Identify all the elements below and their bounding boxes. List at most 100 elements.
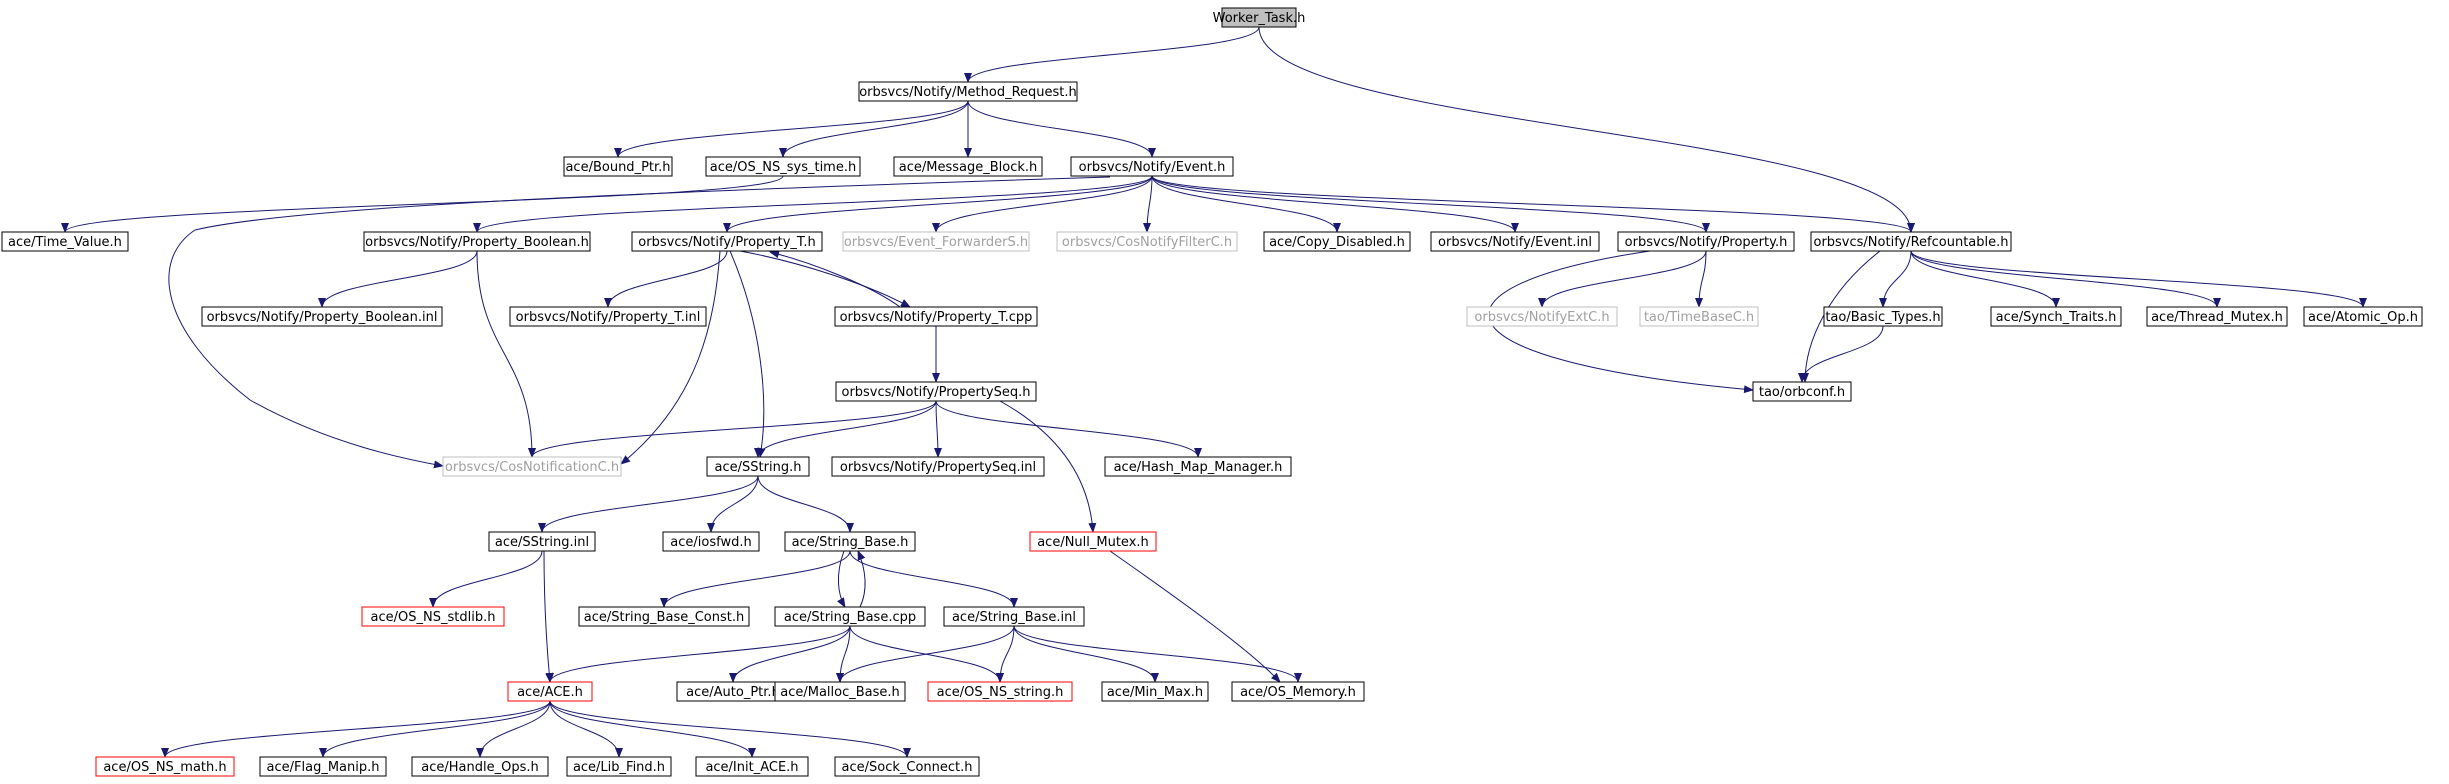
node-string-base-const-h[interactable]: ace/String_Base_Const.h bbox=[578, 606, 750, 627]
node-string-base-cpp[interactable]: ace/String_Base.cpp bbox=[774, 606, 926, 627]
edge-event-h-to-property-t-h bbox=[723, 175, 1153, 233]
edge-property-boolean-h-to-cosnotificationc-h bbox=[476, 250, 536, 458]
node-thread-mutex-h[interactable]: ace/Thread_Mutex.h bbox=[2146, 306, 2288, 327]
node-property-boolean-h[interactable]: orbsvcs/Notify/Property_Boolean.h bbox=[363, 231, 591, 252]
node-box bbox=[834, 756, 980, 777]
node-min-max-h[interactable]: ace/Min_Max.h bbox=[1101, 681, 1209, 702]
node-box bbox=[927, 681, 1073, 702]
edge-sstring-inl-to-ace-h bbox=[543, 550, 554, 683]
node-box bbox=[835, 381, 1037, 402]
node-sock-connect-h[interactable]: ace/Sock_Connect.h bbox=[834, 756, 980, 777]
node-box bbox=[442, 456, 622, 477]
edge-refcountable-h-to-synch-traits-h bbox=[1910, 250, 2060, 308]
node-label: ace/Null_Mutex.h bbox=[1037, 535, 1149, 550]
node-refcountable-h[interactable]: orbsvcs/Notify/Refcountable.h bbox=[1810, 231, 2012, 252]
node-label: ace/ACE.h bbox=[517, 685, 583, 700]
node-os-ns-stdlib-h[interactable]: ace/OS_NS_stdlib.h bbox=[361, 606, 505, 627]
edge-property-h-to-notifyextc-h bbox=[1538, 250, 1707, 308]
edges-layer bbox=[61, 26, 2367, 758]
node-basic-types-h[interactable]: tao/Basic_Types.h bbox=[1823, 306, 1943, 327]
node-os-ns-sys-time-h[interactable]: ace/OS_NS_sys_time.h bbox=[705, 156, 861, 177]
node-box bbox=[893, 156, 1043, 177]
node-null-mutex-h[interactable]: ace/Null_Mutex.h bbox=[1029, 531, 1157, 552]
node-box bbox=[1263, 231, 1411, 252]
node-label: ace/Synch_Traits.h bbox=[1996, 310, 2117, 325]
node-ace-h[interactable]: ace/ACE.h bbox=[507, 681, 593, 702]
node-propertyseq-inl[interactable]: orbsvcs/Notify/PropertySeq.inl bbox=[831, 456, 1045, 477]
node-init-ace-h[interactable]: ace/Init_ACE.h bbox=[695, 756, 809, 777]
node-auto-ptr-h[interactable]: ace/Auto_Ptr.h bbox=[676, 681, 790, 702]
node-box bbox=[509, 306, 707, 327]
node-event-h[interactable]: orbsvcs/Notify/Event.h bbox=[1070, 156, 1234, 177]
node-property-t-inl[interactable]: orbsvcs/Notify/Property_T.inl bbox=[509, 306, 707, 327]
node-box bbox=[834, 306, 1038, 327]
edge-string-base-h-to-string-base-cpp bbox=[837, 550, 846, 608]
node-box bbox=[705, 156, 861, 177]
node-label: ace/Init_ACE.h bbox=[705, 760, 798, 775]
node-event-forwarders-h[interactable]: orbsvcs/Event_ForwarderS.h bbox=[842, 231, 1030, 252]
edge-sstring-inl-to-os-ns-stdlib-h bbox=[429, 550, 543, 608]
node-message-block-h[interactable]: ace/Message_Block.h bbox=[893, 156, 1043, 177]
node-atomic-op-h[interactable]: ace/Atomic_Op.h bbox=[2303, 306, 2423, 327]
node-os-ns-string-h[interactable]: ace/OS_NS_string.h bbox=[927, 681, 1073, 702]
node-propertyseq-h[interactable]: orbsvcs/Notify/PropertySeq.h bbox=[835, 381, 1037, 402]
node-sstring-inl[interactable]: ace/SString.inl bbox=[488, 531, 596, 552]
node-orbconf-h[interactable]: tao/orbconf.h bbox=[1752, 381, 1852, 402]
node-bound-ptr-h[interactable]: ace/Bound_Ptr.h bbox=[563, 156, 673, 177]
node-box bbox=[695, 756, 809, 777]
node-box bbox=[706, 456, 810, 477]
node-label: ace/Malloc_Base.h bbox=[780, 685, 900, 700]
node-worker-task-h[interactable]: Worker_Task.h bbox=[1213, 7, 1306, 28]
node-os-ns-math-h[interactable]: ace/OS_NS_math.h bbox=[95, 756, 235, 777]
edge-sstring-h-to-string-base-h bbox=[757, 475, 854, 533]
node-synch-traits-h[interactable]: ace/Synch_Traits.h bbox=[1990, 306, 2122, 327]
edge-propertyseq-h-to-null-mutex-h bbox=[999, 400, 1097, 533]
node-box bbox=[578, 606, 750, 627]
node-property-t-cpp[interactable]: orbsvcs/Notify/Property_T.cpp bbox=[834, 306, 1038, 327]
node-event-inl[interactable]: orbsvcs/Notify/Event.inl bbox=[1430, 231, 1600, 252]
edge-refcountable-h-to-basic-types-h bbox=[1879, 250, 1912, 308]
node-property-h[interactable]: orbsvcs/Notify/Property.h bbox=[1617, 231, 1795, 252]
node-malloc-base-h[interactable]: ace/Malloc_Base.h bbox=[774, 681, 906, 702]
node-property-boolean-inl[interactable]: orbsvcs/Notify/Property_Boolean.inl bbox=[201, 306, 443, 327]
node-os-memory-h[interactable]: ace/OS_Memory.h bbox=[1231, 681, 1365, 702]
edge-event-h-to-event-forwarders-h bbox=[932, 175, 1153, 233]
node-string-base-inl[interactable]: ace/String_Base.inl bbox=[943, 606, 1085, 627]
edge-property-t-h-to-cosnotificationc-h bbox=[620, 250, 721, 465]
edge-event-h-to-property-boolean-h bbox=[473, 175, 1153, 233]
node-label: orbsvcs/Event_ForwarderS.h bbox=[844, 235, 1028, 250]
node-box bbox=[1639, 306, 1759, 327]
node-notifyextc-h[interactable]: orbsvcs/NotifyExtC.h bbox=[1466, 306, 1618, 327]
edge-event-h-to-cosnotificationc-h bbox=[168, 176, 1111, 469]
edge-method-request-h-to-bound-ptr-h bbox=[614, 100, 969, 158]
node-timebasec-h[interactable]: tao/TimeBaseC.h bbox=[1639, 306, 1759, 327]
node-cosnotifyfilterc-h[interactable]: orbsvcs/CosNotifyFilterC.h bbox=[1056, 231, 1238, 252]
node-sstring-h[interactable]: ace/SString.h bbox=[706, 456, 810, 477]
node-box bbox=[1466, 306, 1618, 327]
node-flag-manip-h[interactable]: ace/Flag_Manip.h bbox=[259, 756, 387, 777]
node-string-base-h[interactable]: ace/String_Base.h bbox=[784, 531, 916, 552]
node-box bbox=[361, 606, 505, 627]
edge-property-t-cpp-to-property-t-h bbox=[769, 250, 901, 308]
node-label: orbsvcs/Notify/Property_Boolean.h bbox=[365, 235, 589, 250]
edge-ace-h-to-init-ace-h bbox=[549, 700, 756, 758]
node-label: ace/Time_Value.h bbox=[8, 235, 122, 250]
node-iosfwd-h[interactable]: ace/iosfwd.h bbox=[662, 531, 760, 552]
node-time-value-h[interactable]: ace/Time_Value.h bbox=[1, 231, 129, 252]
node-lib-find-h[interactable]: ace/Lib_Find.h bbox=[566, 756, 672, 777]
node-cosnotificationc-h[interactable]: orbsvcs/CosNotificationC.h bbox=[442, 456, 622, 477]
node-copy-disabled-h[interactable]: ace/Copy_Disabled.h bbox=[1263, 231, 1411, 252]
edge-event-h-to-refcountable-h bbox=[1151, 175, 1915, 233]
edge-sstring-h-to-iosfwd-h bbox=[707, 475, 759, 533]
node-method-request-h[interactable]: orbsvcs/Notify/Method_Request.h bbox=[858, 81, 1078, 102]
node-box bbox=[2303, 306, 2423, 327]
node-box bbox=[858, 81, 1078, 102]
node-box bbox=[1231, 681, 1365, 702]
node-box bbox=[2146, 306, 2288, 327]
node-property-t-h[interactable]: orbsvcs/Notify/Property_T.h bbox=[631, 231, 823, 252]
node-handle-ops-h[interactable]: ace/Handle_Ops.h bbox=[411, 756, 549, 777]
edge-string-base-cpp-to-string-base-h bbox=[857, 550, 866, 608]
node-label: ace/Flag_Manip.h bbox=[267, 760, 380, 775]
node-hash-map-manager-h[interactable]: ace/Hash_Map_Manager.h bbox=[1104, 456, 1292, 477]
